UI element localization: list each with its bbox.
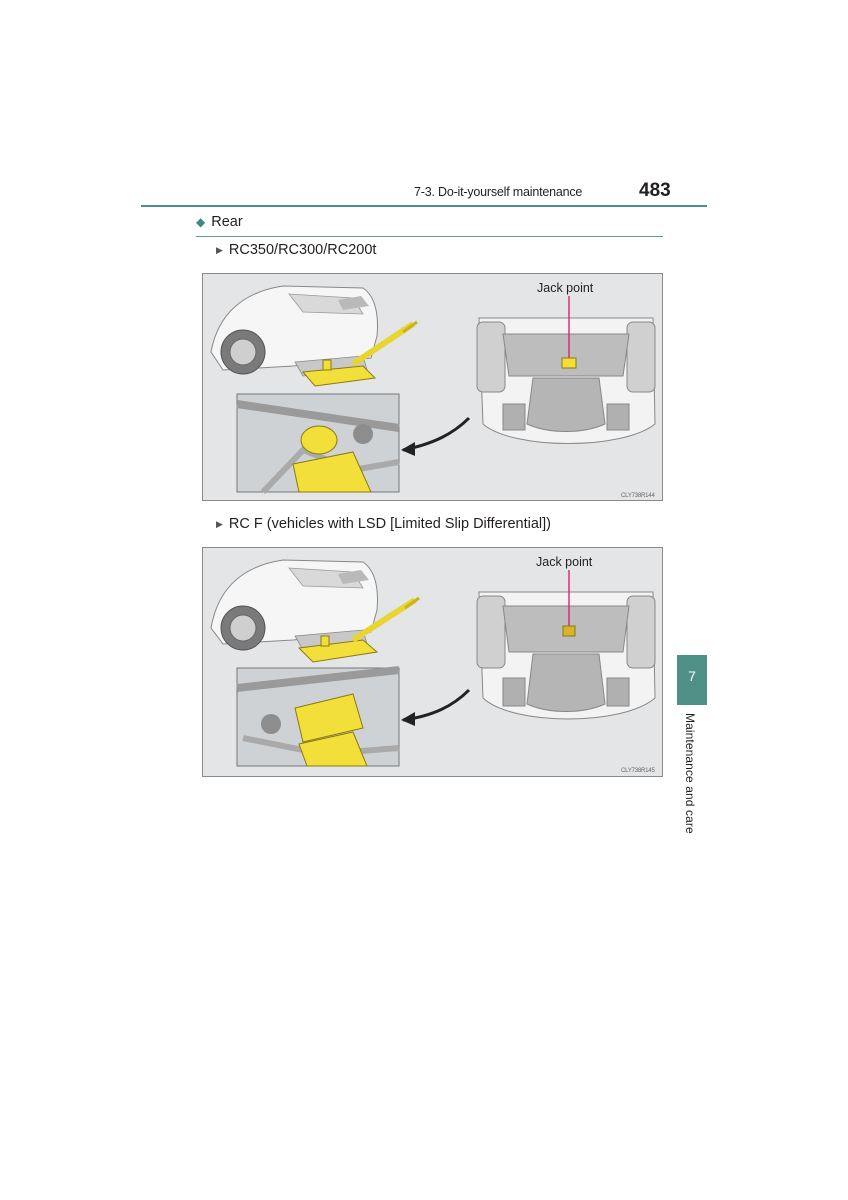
chapter-tab-title: Maintenance and care: [683, 713, 697, 834]
subsection-heading-2: ▶ RC F (vehicles with LSD [Limited Slip D…: [216, 516, 551, 532]
figure-illustration: [210, 285, 656, 495]
chapter-tab: 7: [677, 655, 707, 705]
triangle-bullet-icon: ▶: [216, 519, 223, 529]
header-divider: [141, 205, 707, 207]
subsection-label: RC350/RC300/RC200t: [228, 242, 377, 258]
page-number: 483: [639, 180, 671, 201]
subsection-heading-1: ▶ RC350/RC300/RC200t: [216, 242, 376, 258]
jack-point-figure-2: Jack point CLY738R145: [202, 547, 663, 777]
figure-code: CLY738R145: [621, 768, 655, 774]
triangle-bullet-icon: ▶: [216, 245, 223, 255]
jack-point-callout: Jack point: [536, 555, 593, 569]
subsection-label: RC F (vehicles with LSD [Limited Slip Di…: [228, 516, 551, 532]
section-divider: [196, 236, 663, 237]
diamond-bullet-icon: ◆: [196, 215, 206, 229]
section-title: Rear: [211, 214, 243, 230]
jack-point-callout: Jack point: [537, 281, 594, 295]
figure-code: CLY738R144: [621, 493, 655, 499]
running-header-title: 7-3. Do-it-yourself maintenance: [414, 185, 583, 199]
figure-illustration: [210, 559, 656, 767]
jack-point-figure-1: Jack point CLY738R144: [202, 273, 663, 501]
section-heading: ◆ Rear: [196, 214, 243, 230]
